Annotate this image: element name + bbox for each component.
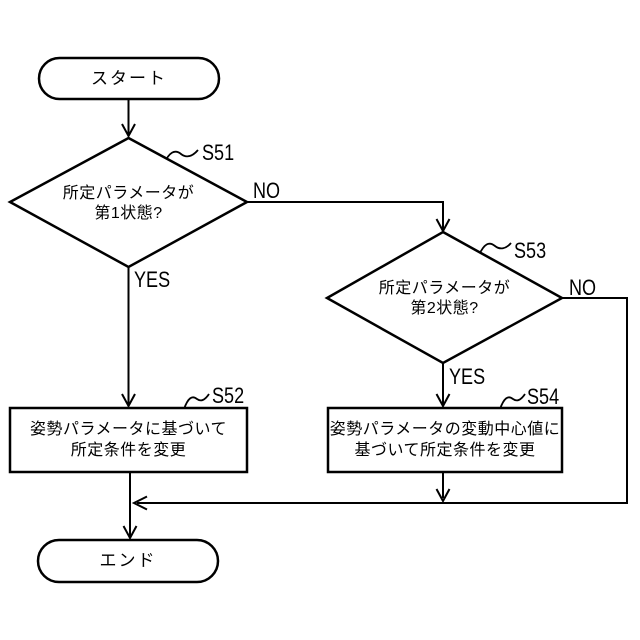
decision-s51-shape: [7, 136, 250, 269]
terminal-start-label: スタート: [91, 69, 167, 88]
decision-s53-shape: [324, 230, 565, 365]
connector-s51-no-to-s53: [247, 201, 444, 229]
arrowhead-s51-yes-to-s52: [121, 393, 136, 409]
arrowhead-s53-yes-to-s54: [435, 393, 451, 409]
leader-s51: [163, 149, 199, 165]
arrowhead-s53-no-to-join: [131, 495, 148, 511]
terminal-end-shape: [36, 538, 220, 584]
decision-s53-text-line1: 所定パラメータが: [378, 280, 511, 297]
branch-label-s51-yes: YES: [134, 267, 171, 292]
arrowhead-s52-to-end: [122, 525, 138, 541]
decision-s53-text: 所定パラメータが 第2状態?: [327, 279, 562, 318]
branch-label-s51-no: NO: [253, 178, 281, 203]
decision-s51-text: 所定パラメータが 第1状態?: [10, 184, 247, 223]
step-label-s51: S51: [202, 140, 235, 165]
process-s54-text-line1: 姿勢パラメータの変動中心値に: [329, 421, 561, 438]
process-s52-shape: [8, 406, 249, 474]
leader-s53: [478, 242, 512, 256]
leader-s54: [499, 393, 526, 410]
process-s52-text: 姿勢パラメータに基づいて 所定条件を変更: [10, 419, 247, 461]
process-s54-text: 姿勢パラメータの変動中心値に 基づいて所定条件を変更: [328, 419, 562, 461]
process-s54-shape: [326, 406, 564, 474]
process-s54-text-line2: 基づいて所定条件を変更: [354, 442, 536, 459]
terminal-end-label: エンド: [99, 551, 157, 570]
arrowhead-start-to-s51: [121, 123, 136, 139]
leader-s52: [183, 393, 210, 410]
terminal-start-shape: [37, 56, 221, 101]
connector-s53-no-to-join: [137, 297, 628, 504]
step-label-s52: S52: [212, 383, 245, 408]
arrowhead-s54-to-join: [435, 488, 451, 504]
step-label-s54: S54: [527, 384, 560, 409]
decision-s51-text-line1: 所定パラメータが: [62, 185, 195, 202]
step-label-s53: S53: [514, 238, 547, 263]
branch-label-s53-no: NO: [569, 275, 597, 300]
decision-s51-text-line2: 第1状態?: [94, 204, 163, 222]
decision-s53-text-line2: 第2状態?: [410, 299, 479, 317]
process-s52-text-line2: 所定条件を変更: [70, 442, 187, 459]
process-s52-text-line1: 姿勢パラメータに基づいて: [29, 421, 228, 438]
branch-label-s53-yes: YES: [449, 364, 486, 389]
